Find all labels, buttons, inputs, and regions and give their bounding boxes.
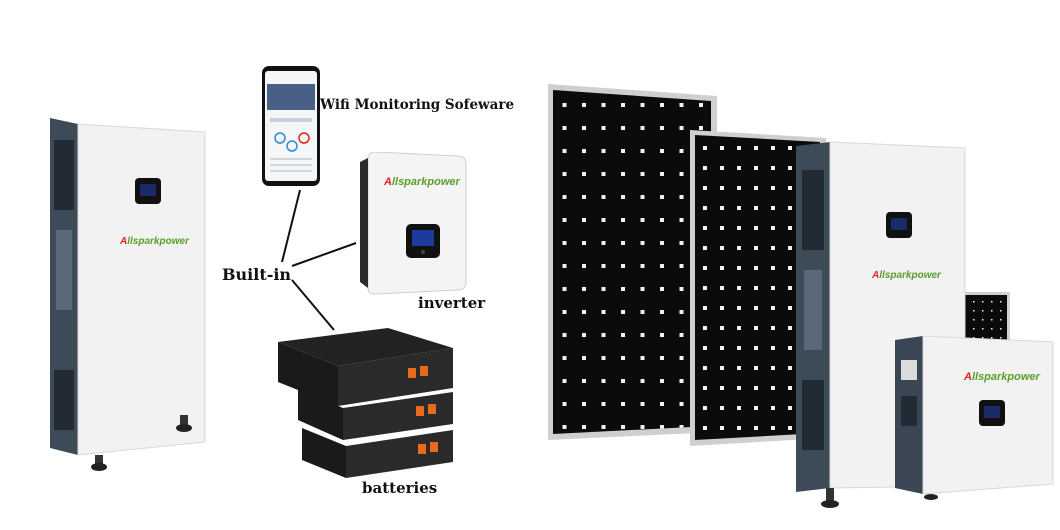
solar-panel-large	[548, 84, 717, 440]
battery-stack	[278, 328, 453, 478]
brand-logo-inverter: Allsparkpower	[384, 176, 460, 188]
inverter-unit	[360, 152, 467, 295]
brand-logo-compact-cabinet: Allsparkpower	[964, 371, 1040, 383]
compact-cabinet	[895, 336, 1054, 500]
brand-logo-left: Allsparkpower	[120, 236, 189, 247]
inverter-label: inverter	[418, 294, 486, 312]
solar-panel-medium	[690, 130, 826, 446]
phone-app-screenshot	[262, 66, 320, 186]
built-in-label: Built-in	[222, 265, 292, 284]
brand-logo-right-cabinet: Allsparkpower	[872, 270, 941, 281]
batteries-label: batteries	[362, 479, 438, 497]
wifi-monitoring-label: Wifi Monitoring Sofeware	[320, 97, 515, 113]
all-in-one-cabinet-left	[50, 118, 206, 471]
